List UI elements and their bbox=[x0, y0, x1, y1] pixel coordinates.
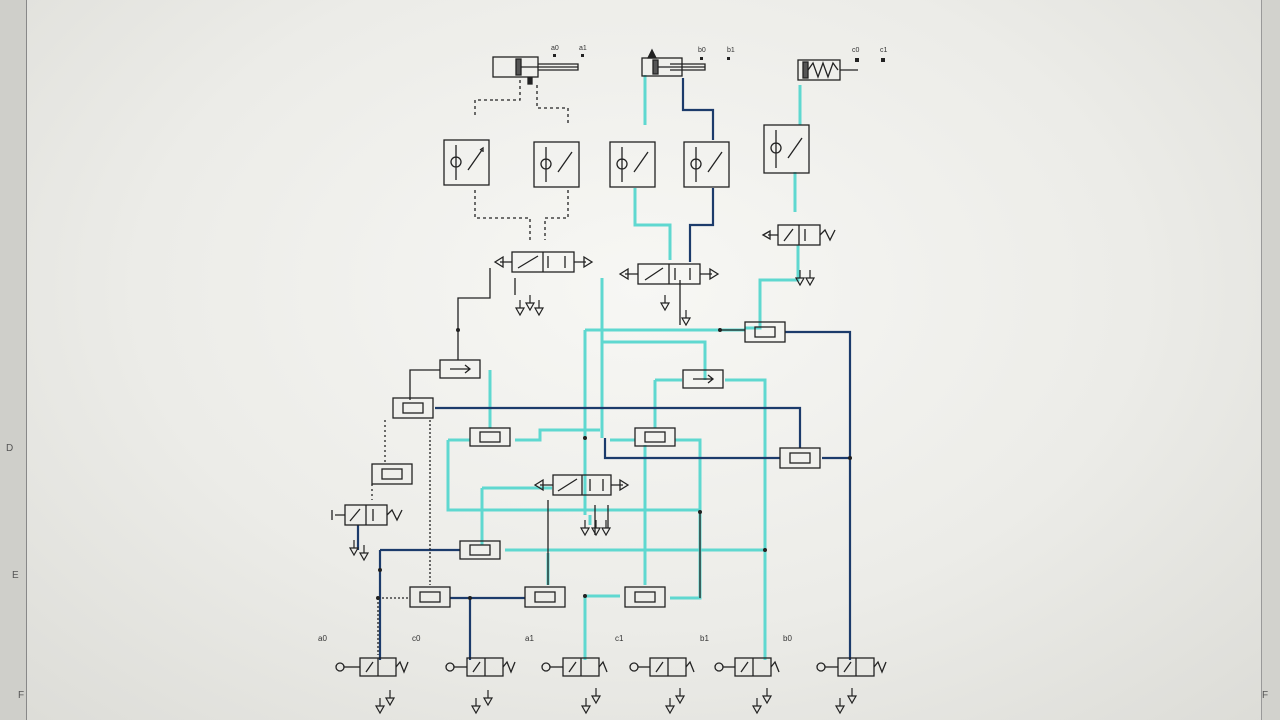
sensor-label: c1 bbox=[880, 47, 888, 54]
and-valve bbox=[469, 427, 511, 447]
signal-lines bbox=[371, 80, 745, 655]
drawing-frame-left bbox=[0, 0, 27, 720]
and-valve bbox=[371, 463, 413, 485]
limit-valve-label: b1 bbox=[700, 634, 709, 643]
and-valve bbox=[392, 397, 434, 419]
and-valve bbox=[459, 540, 501, 560]
cylinder-a bbox=[492, 56, 579, 85]
sensor-label: c0 bbox=[852, 47, 860, 54]
junction-dots bbox=[376, 328, 852, 600]
limit-valve-3-2 bbox=[816, 657, 887, 677]
cylinder-c bbox=[797, 59, 858, 81]
limit-valve-3-2 bbox=[714, 657, 780, 677]
directional-valve-3-2 bbox=[761, 224, 836, 246]
and-valve bbox=[744, 321, 786, 343]
sensor-marker bbox=[553, 54, 556, 57]
limit-valve-3-2 bbox=[445, 657, 516, 677]
frame-zone-label: D bbox=[6, 443, 14, 454]
sensor-label: b1 bbox=[727, 47, 735, 54]
sensor-label: a0 bbox=[551, 45, 559, 52]
or-valve bbox=[439, 359, 481, 379]
sensor-marker bbox=[727, 57, 730, 60]
frame-zone-label: E bbox=[12, 570, 19, 581]
limit-valve-label: a0 bbox=[318, 634, 327, 643]
cylinder-b bbox=[641, 48, 706, 77]
directional-valve-5-2 bbox=[618, 263, 720, 285]
sensor-label: a1 bbox=[579, 45, 587, 52]
frame-zone-label: F bbox=[18, 690, 25, 701]
sensor-marker bbox=[581, 54, 584, 57]
directional-valve-5-2 bbox=[533, 474, 630, 496]
flow-control-valve bbox=[683, 141, 730, 188]
limit-valve-label: c0 bbox=[412, 634, 421, 643]
flow-control-valve bbox=[763, 124, 810, 174]
limit-valve-3-2 bbox=[541, 657, 608, 677]
sensor-marker bbox=[700, 57, 703, 60]
sensor-marker bbox=[855, 58, 859, 62]
or-valve bbox=[682, 369, 724, 389]
and-valve bbox=[779, 447, 821, 469]
limit-valve-3-2 bbox=[335, 657, 409, 677]
drawing-frame-right bbox=[1261, 0, 1280, 720]
limit-valve-3-2 bbox=[629, 657, 695, 677]
and-valve bbox=[634, 427, 676, 447]
directional-valve-3-2 bbox=[331, 504, 403, 526]
and-valve bbox=[524, 586, 566, 608]
flow-control-valve bbox=[609, 141, 656, 188]
and-valve bbox=[409, 586, 451, 608]
frame-zone-label: F bbox=[1262, 690, 1269, 701]
sensor-label: b0 bbox=[698, 47, 706, 54]
directional-valve-5-2 bbox=[493, 251, 594, 273]
sensor-marker bbox=[881, 58, 885, 62]
and-valve bbox=[624, 586, 666, 608]
flow-control-valve bbox=[533, 141, 580, 188]
limit-valve-label: a1 bbox=[525, 634, 534, 643]
limit-valve-label: b0 bbox=[783, 634, 792, 643]
active-lines bbox=[446, 75, 802, 660]
limit-valve-label: c1 bbox=[615, 634, 624, 643]
flow-control-valve bbox=[443, 139, 490, 186]
